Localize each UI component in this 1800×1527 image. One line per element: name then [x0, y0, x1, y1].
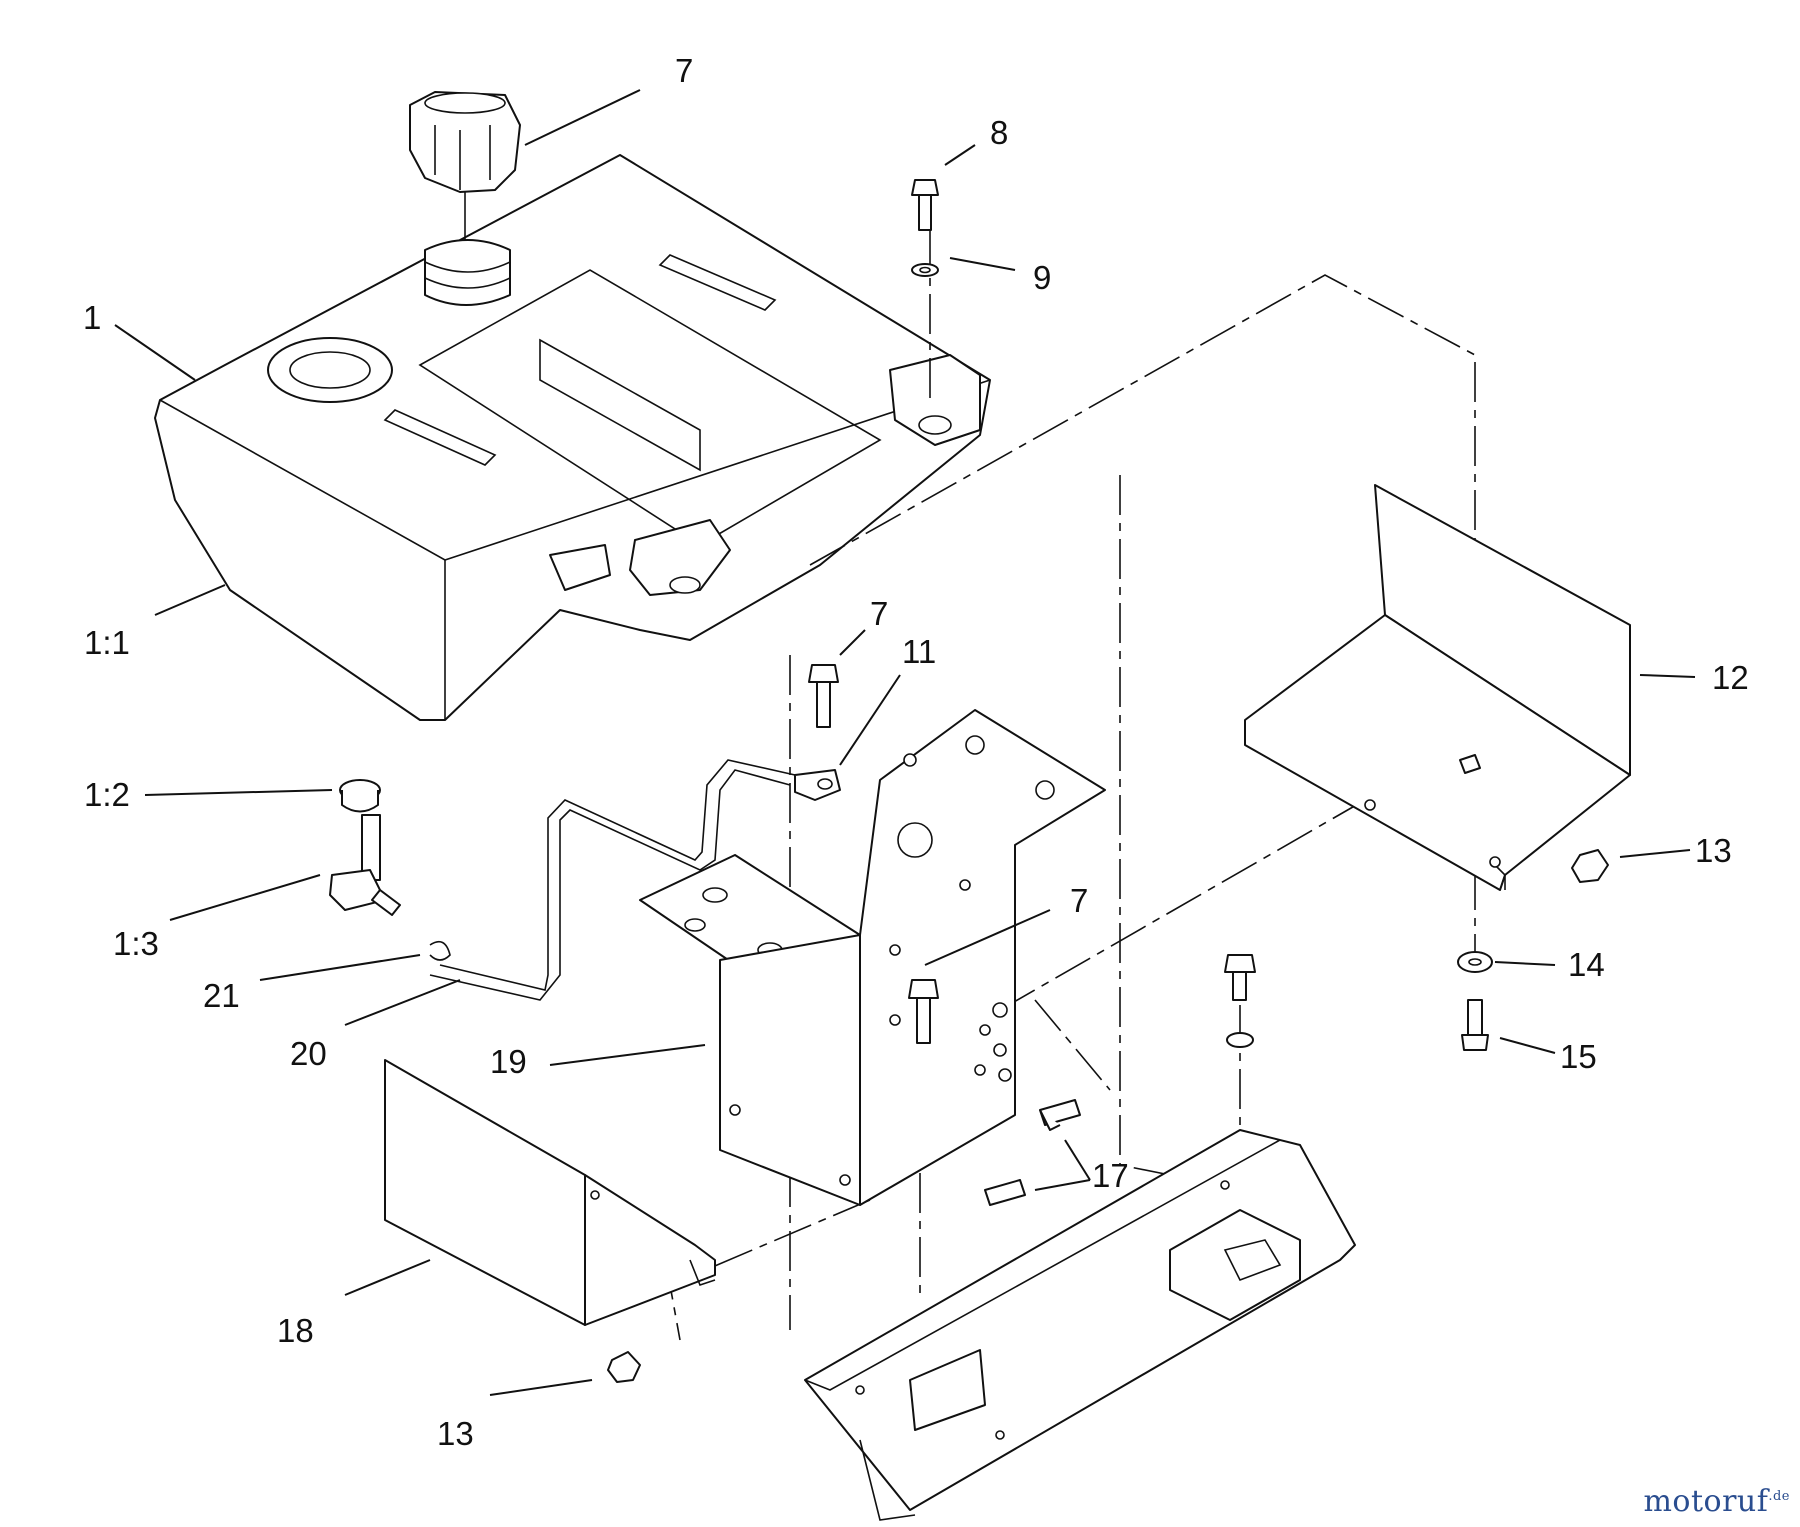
heat-shield-front: [384, 1059, 716, 1326]
bolts-17: [984, 1099, 1081, 1206]
callout-8: 8: [990, 114, 1008, 151]
tee-fitting: [329, 814, 401, 916]
callout-19: 19: [490, 1043, 527, 1080]
watermark-tld: .de: [1768, 1489, 1790, 1504]
base-rail: [804, 1129, 1356, 1521]
grommet: [339, 779, 381, 813]
callout-7-lower: 7: [1070, 882, 1088, 919]
washer-9: [911, 263, 939, 277]
line-clamp-11: [794, 769, 841, 801]
filler-neck: [424, 192, 511, 306]
callout-15: 15: [1560, 1038, 1597, 1075]
callout-17: 17: [1092, 1157, 1129, 1194]
callout-13-right: 13: [1695, 832, 1732, 869]
callout-9: 9: [1033, 259, 1051, 296]
bolt-7-lower: [908, 979, 939, 1044]
fuel-line: [429, 759, 796, 1001]
bolt-7-upper: [808, 664, 839, 728]
fuel-tank: [154, 154, 991, 721]
lock-washer-14: [1457, 951, 1493, 973]
callout-14: 14: [1568, 946, 1605, 983]
watermark-brand: motoruf: [1643, 1484, 1769, 1519]
callout-20: 20: [290, 1035, 327, 1072]
nut-13-left: [607, 1351, 641, 1383]
watermark-logo: motoruf.de: [1643, 1484, 1790, 1519]
callout-7-upper: 7: [870, 595, 888, 632]
callout-1: 1: [83, 299, 101, 336]
callout-1-3: 1:3: [113, 925, 159, 962]
callout-12: 12: [1712, 659, 1749, 696]
callout-1-2: 1:2: [84, 776, 130, 813]
callout-1-1: 1:1: [84, 624, 130, 661]
side-shield: [1244, 484, 1631, 891]
hose-clamp-21: [429, 940, 451, 961]
bolt-15: [1461, 999, 1489, 1051]
callout-21: 21: [203, 977, 240, 1014]
nut-13-right: [1571, 849, 1609, 883]
callout-7-cap: 7: [675, 52, 693, 89]
callout-13-left: 13: [437, 1415, 474, 1452]
callout-11: 11: [902, 633, 936, 670]
callout-18: 18: [277, 1312, 314, 1349]
bolt-7-base: [1224, 954, 1256, 1048]
callout-labels: 7 8 9 1 1:1 1:2 1:3 21 20 19 18 13 7 11 …: [83, 52, 1749, 1452]
leader-lines: [114, 89, 1696, 1396]
fuel-cap: [409, 91, 521, 193]
bolt-8: [911, 179, 939, 231]
mounting-bracket: [639, 709, 1106, 1206]
